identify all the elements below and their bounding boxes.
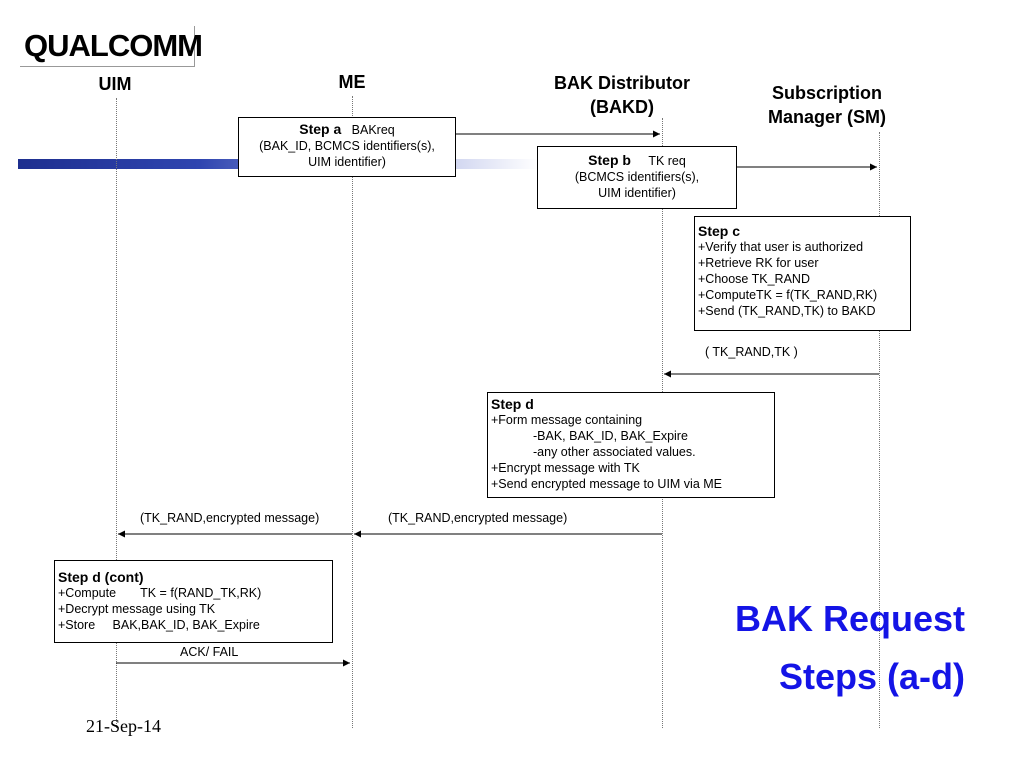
step-b-message: TK req xyxy=(648,154,686,168)
step-d-box: Step d +Form message containing -BAK, BA… xyxy=(487,392,775,498)
msg-to-me-label: (TK_RAND,encrypted message) xyxy=(388,511,568,525)
step-d-line: -any other associated values. xyxy=(533,445,696,459)
msg-to-uim-label: (TK_RAND,encrypted message) xyxy=(140,511,320,525)
step-c-line: +Retrieve RK for user xyxy=(698,256,819,270)
step-d-cont-box: Step d (cont) +Compute TK = f(RAND_TK,RK… xyxy=(54,560,333,643)
step-a-line: (BAK_ID, BCMCS identifiers(s), xyxy=(259,139,435,153)
step-d-title: Step d xyxy=(491,396,534,412)
slide-title-line2: Steps (a-d) xyxy=(778,656,965,697)
step-a-message: BAKreq xyxy=(351,123,395,137)
step-c-box: Step c +Verify that user is authorized +… xyxy=(694,216,911,331)
step-d-line: +Send encrypted message to UIM via ME xyxy=(491,477,723,491)
lane-header-me: ME xyxy=(338,72,366,92)
step-c-line: +ComputeTK = f(TK_RAND,RK) xyxy=(698,288,878,302)
step-a-line: UIM identifier) xyxy=(308,155,386,169)
lane-header-uim: UIM xyxy=(98,74,132,94)
step-b-line: (BCMCS identifiers(s), xyxy=(574,170,700,184)
step-c-line: +Choose TK_RAND xyxy=(698,272,810,286)
step-c-line: +Send (TK_RAND,TK) to BAKD xyxy=(698,304,876,318)
step-a-box: Step a BAKreq (BAK_ID, BCMCS identifiers… xyxy=(238,117,456,177)
logo-frame xyxy=(20,26,195,67)
step-b-title: Step b xyxy=(588,152,631,168)
step-b-box: Step b TK req (BCMCS identifiers(s), UIM… xyxy=(537,146,737,209)
step-d-line: +Encrypt message with TK xyxy=(491,461,640,475)
step-d-cont-line: +Compute TK = f(RAND_TK,RK) xyxy=(58,586,262,600)
lifeline-sm xyxy=(879,132,880,728)
step-d-cont-line: +Decrypt message using TK xyxy=(58,602,216,616)
step-c-line: +Verify that user is authorized xyxy=(698,240,864,254)
lifeline-me xyxy=(352,96,353,728)
step-d-line: +Form message containing xyxy=(491,413,643,427)
step-d-line: -BAK, BAK_ID, BAK_Expire xyxy=(533,429,688,443)
ack-label: ACK/ FAIL xyxy=(180,645,239,659)
step-d-cont-title: Step d (cont) xyxy=(58,569,144,585)
step-c-title: Step c xyxy=(698,223,741,239)
step-d-cont-line: +Store BAK,BAK_ID, BAK_Expire xyxy=(58,618,260,632)
tk-reply-label: ( TK_RAND,TK ) xyxy=(705,345,798,359)
lane-header-bakd: BAK Distributor (BAKD) xyxy=(554,73,690,117)
slide-title-line1: BAK Request xyxy=(734,598,965,639)
step-b-line: UIM identifier) xyxy=(598,186,676,200)
lifeline-uim xyxy=(116,98,117,728)
lane-header-sm: Subscription Manager (SM) xyxy=(767,83,886,127)
slide-date: 21-Sep-14 xyxy=(86,716,161,736)
step-a-title: Step a xyxy=(299,121,342,137)
qualcomm-logo: QUALCOMM xyxy=(24,28,203,63)
